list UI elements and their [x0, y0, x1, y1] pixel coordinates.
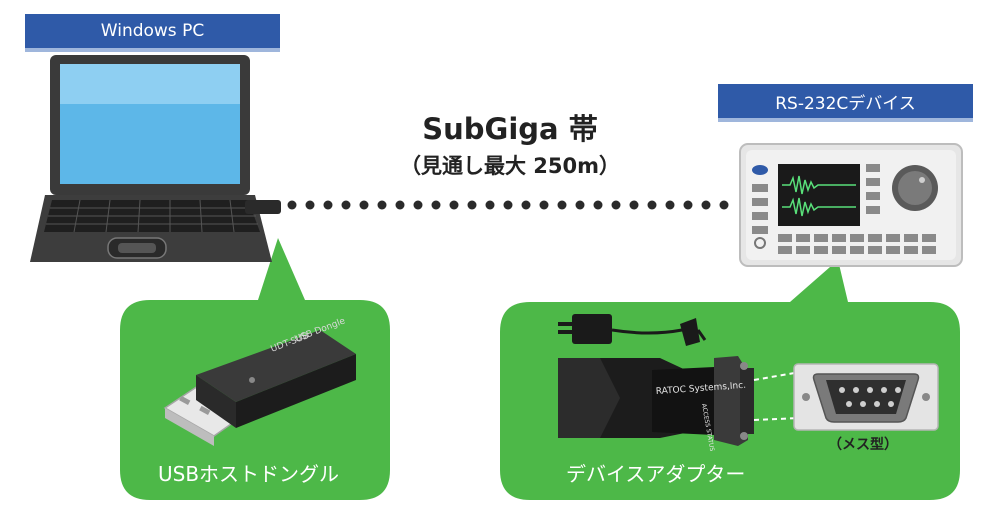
link-band-title: SubGiga 帯: [422, 112, 598, 146]
power-adapter-illustration: [558, 314, 707, 346]
device-label: RS-232Cデバイス: [718, 84, 973, 122]
laptop-illustration: [30, 55, 281, 262]
device-label-text: RS-232Cデバイス: [775, 93, 916, 114]
connector-type-caption: （メス型）: [828, 437, 898, 453]
pc-label: Windows PC: [25, 14, 280, 52]
pc-label-text: Windows PC: [100, 21, 205, 41]
rs232c-device-illustration: [739, 143, 963, 267]
adapter-caption: デバイスアダプター: [566, 462, 746, 486]
wireless-link-dots: [287, 200, 729, 210]
link-range-subtitle: （見通し最大 250m）: [399, 154, 621, 178]
dongle-caption: USBホストドングル: [158, 462, 340, 486]
usb-dongle-illustration: [163, 330, 356, 446]
device-adapter-illustration: [558, 356, 754, 446]
connector-dashed-lines: [753, 371, 801, 421]
db9-female-connector: [793, 363, 939, 431]
